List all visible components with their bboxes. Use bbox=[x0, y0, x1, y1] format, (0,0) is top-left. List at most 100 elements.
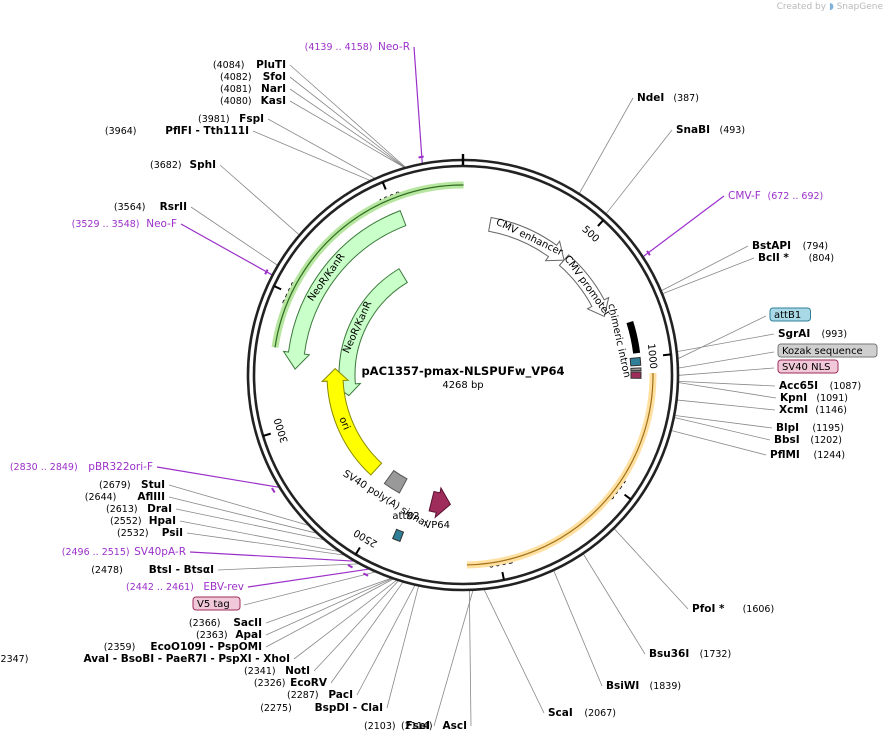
site-ebv-rev[interactable]: EBV-rev(2442 .. 2461) bbox=[126, 572, 369, 593]
site-paci[interactable]: PacI(2287) bbox=[287, 689, 353, 701]
site-position: (1195) bbox=[812, 423, 844, 434]
site-position: (2532) bbox=[117, 528, 149, 539]
site-snabi[interactable]: SnaBI(493) bbox=[676, 124, 745, 136]
feature-kozak-sequence bbox=[630, 367, 642, 372]
leader-line bbox=[313, 580, 399, 672]
site-bsiwi[interactable]: BsiWI(1839) bbox=[606, 680, 681, 692]
site-scai[interactable]: ScaI(2067) bbox=[548, 707, 616, 719]
site-v5-tag[interactable]: V5 tag bbox=[192, 596, 241, 611]
leader-line bbox=[677, 333, 775, 352]
site-name: PacI bbox=[328, 689, 353, 701]
site-fspi[interactable]: FspI(3981) bbox=[198, 113, 264, 125]
site-pfoi-[interactable]: PfoI *(1606) bbox=[692, 603, 774, 615]
plasmid-name: pAC1357-pmax-NLSPUFw_VP64 bbox=[361, 364, 564, 379]
site-ecoo109i-pspomi[interactable]: EcoO109I - PspOMI(2359) bbox=[104, 641, 262, 653]
site-afliii[interactable]: AflIII(2644) bbox=[85, 491, 165, 503]
tick-label: 2500 bbox=[352, 526, 379, 549]
site-asci[interactable]: AscI(2114) bbox=[401, 720, 467, 732]
site-ecorv[interactable]: EcoRV(2326) bbox=[254, 677, 328, 689]
site-sphi[interactable]: SphI(3682) bbox=[150, 159, 216, 171]
site-name: SV40 NLS bbox=[782, 362, 831, 373]
site-attb1[interactable]: attB1 bbox=[769, 307, 811, 322]
site-noti[interactable]: NotI(2341) bbox=[244, 665, 310, 677]
badge-box bbox=[192, 596, 241, 611]
tick-label: 1000 bbox=[645, 343, 658, 369]
watermark: Created by ◗ SnapGene bbox=[777, 2, 883, 12]
site-position: (2366) bbox=[189, 618, 221, 629]
site-position: (4082) bbox=[220, 72, 252, 83]
site-name: Neo-F bbox=[146, 218, 177, 230]
site-pluti[interactable]: PluTI (4084) bbox=[213, 59, 286, 71]
site-name: RsrII bbox=[160, 201, 187, 213]
primer-mark bbox=[646, 250, 651, 256]
feature-sv40-poly-a-signal bbox=[383, 469, 408, 494]
site-pbr322ori-f[interactable]: pBR322ori-F(2830 .. 2849) bbox=[10, 461, 276, 494]
site-xcmi[interactable]: XcmI(1146) bbox=[779, 404, 847, 416]
site-neo-r[interactable]: Neo-R(4139 .. 4158) bbox=[305, 41, 424, 159]
site-sv40pa-r[interactable]: SV40pA-R(2496 .. 2515) bbox=[62, 546, 353, 569]
leader-line bbox=[678, 380, 776, 387]
site-bsu36i[interactable]: Bsu36I(1732) bbox=[649, 648, 731, 660]
site-stui[interactable]: StuI(2679) bbox=[99, 479, 165, 491]
site-sgrai[interactable]: SgrAI(993) bbox=[778, 328, 847, 340]
site-pflfi-tth111i[interactable]: PflFI - Tth111I(3964) bbox=[105, 125, 249, 137]
site-pflmi[interactable]: PflMI(1244) bbox=[770, 449, 845, 461]
plasmid-size: 4268 bp bbox=[442, 380, 483, 391]
tick-mark bbox=[273, 285, 282, 291]
leader-line bbox=[243, 571, 375, 606]
leader-line bbox=[289, 64, 406, 168]
site-ndei[interactable]: NdeI(387) bbox=[637, 92, 699, 104]
site-name: pBR322ori-F bbox=[88, 461, 153, 473]
site-neo-f[interactable]: Neo-F(3529 .. 3548) bbox=[72, 218, 269, 275]
leader-line bbox=[662, 257, 755, 294]
site-cmv-f[interactable]: CMV-F(672 .. 692) bbox=[646, 190, 823, 256]
site-fsei[interactable]: FseI(2103) bbox=[364, 720, 430, 732]
site-rsrii[interactable]: RsrII(3564) bbox=[114, 201, 187, 213]
site-blpi[interactable]: BlpI(1195) bbox=[776, 422, 844, 434]
site-bcli-[interactable]: BclI *(804) bbox=[758, 252, 834, 264]
site-position: (4084) bbox=[213, 60, 245, 71]
site-position: (1087) bbox=[830, 381, 862, 392]
site-name: PluTI bbox=[256, 59, 286, 71]
site-name: EcoO109I - PspOMI bbox=[150, 641, 262, 653]
site-position: (3682) bbox=[150, 160, 182, 171]
watermark-prefix: Created by bbox=[776, 2, 827, 12]
site-bspdi-clai[interactable]: BspDI - ClaI(2275) bbox=[260, 702, 383, 714]
site-sfoi[interactable]: SfoI (4082) bbox=[220, 71, 286, 83]
leader-line bbox=[267, 118, 375, 179]
site-avai-bsobi-paer7i-pspxi-xhoi[interactable]: AvaI - BsoBI - PaeR7I - PspXI - XhoI(234… bbox=[0, 653, 290, 665]
site-psii[interactable]: PsiI(2532) bbox=[117, 527, 183, 539]
site-name: FseI bbox=[406, 720, 430, 732]
site-acc65i[interactable]: Acc65I(1087) bbox=[779, 380, 861, 392]
tick-mark bbox=[623, 493, 632, 501]
leader-line bbox=[330, 582, 404, 684]
site-kpni[interactable]: KpnI(1091) bbox=[780, 392, 848, 404]
feature-chimeric-intron bbox=[626, 320, 641, 354]
site-position: (1202) bbox=[810, 435, 842, 446]
site-name: BstAPI bbox=[752, 240, 791, 252]
leader-line bbox=[671, 430, 767, 456]
leader-line bbox=[356, 585, 416, 696]
site-position: (1732) bbox=[700, 649, 732, 660]
neo-highlight-edge bbox=[274, 184, 464, 348]
site-position: (2552) bbox=[110, 516, 142, 527]
site-hpai[interactable]: HpaI(2552) bbox=[110, 515, 176, 527]
site-kozak-sequence[interactable]: Kozak sequence bbox=[777, 343, 878, 358]
leader-lines bbox=[156, 46, 777, 727]
site-btsi-bts-i[interactable]: BtsI - BtsαI(2478) bbox=[91, 564, 214, 576]
site-position: (2496 .. 2515) bbox=[62, 547, 130, 558]
feature-ori bbox=[320, 367, 383, 476]
site-kasi[interactable]: KasI(4080) bbox=[220, 95, 286, 107]
site-name: ApaI bbox=[235, 629, 262, 641]
site-bstapi[interactable]: BstAPI(794) bbox=[752, 240, 828, 252]
primer-mark bbox=[264, 269, 269, 275]
site-apai[interactable]: ApaI(2363) bbox=[196, 629, 262, 641]
site-name: Neo-R bbox=[378, 41, 410, 53]
site-sv40-nls[interactable]: SV40 NLS bbox=[777, 359, 839, 374]
site-nari[interactable]: NarI(4081) bbox=[220, 83, 286, 95]
site-sacii[interactable]: SacII(2366) bbox=[189, 617, 262, 629]
site-bbsi[interactable]: BbsI(1202) bbox=[774, 434, 842, 446]
site-drai[interactable]: DraI(2613) bbox=[106, 503, 172, 515]
site-name: SfoI bbox=[263, 71, 286, 83]
